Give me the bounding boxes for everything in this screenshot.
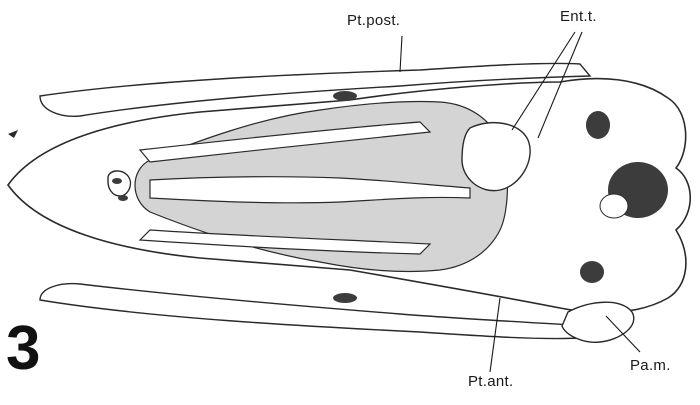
nostril-right: [118, 195, 128, 201]
nostril-left: [112, 178, 122, 184]
leader-pt-post: [400, 36, 402, 72]
label-ent-t: Ent.t.: [560, 8, 597, 25]
dark-spot-lower: [333, 293, 357, 303]
fenestra-upper: [586, 111, 610, 139]
label-pt-post: Pt.post.: [347, 12, 400, 29]
dark-spot-upper: [333, 91, 357, 101]
fenestra-lower: [580, 261, 604, 283]
arrow-mark: [8, 130, 18, 138]
figure-number: 3: [6, 318, 40, 380]
label-pa-m: Pa.m.: [630, 357, 671, 374]
label-pt-ant: Pt.ant.: [468, 373, 513, 390]
occipital-condyle: [600, 194, 628, 218]
